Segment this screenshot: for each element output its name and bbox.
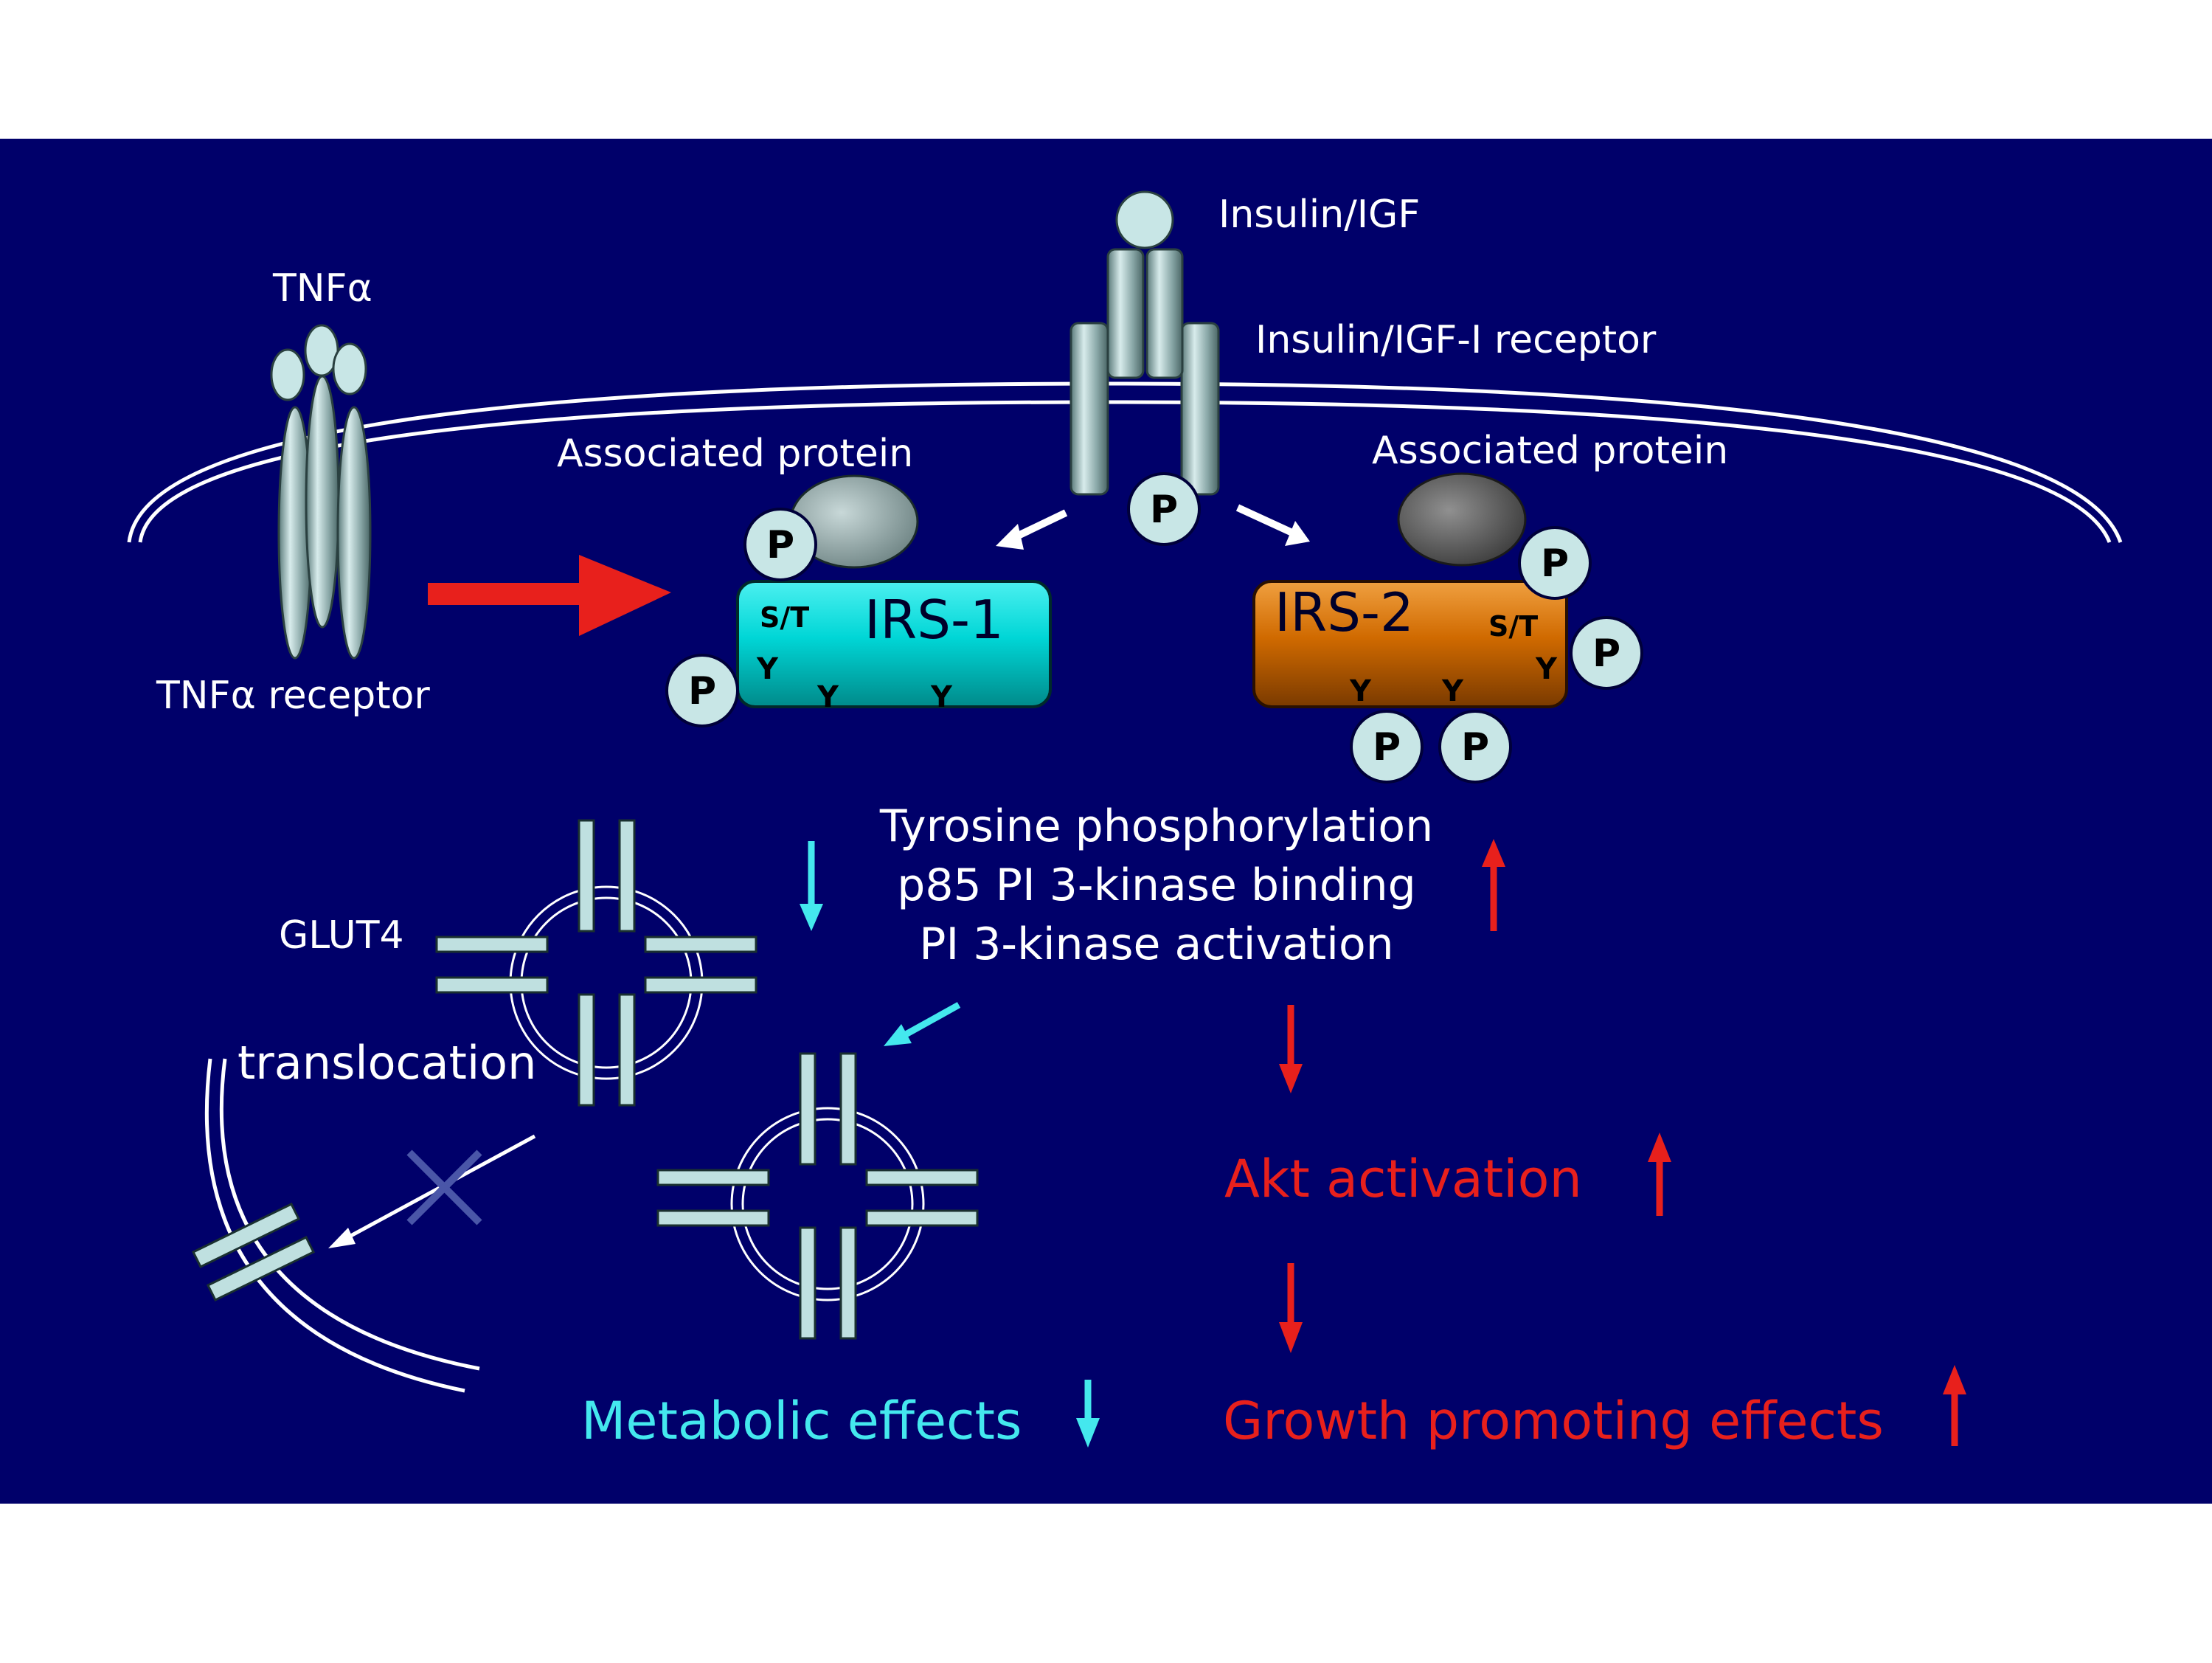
tnf-alpha-label: TNFα — [272, 266, 372, 311]
arrow-to-irs2 — [1235, 504, 1294, 536]
svg-text:P: P — [1150, 488, 1178, 532]
insulin-receptor-label: Insulin/IGF-I receptor — [1255, 318, 1657, 362]
irs2-y-label: Y — [1441, 674, 1464, 708]
irs2-box — [1252, 580, 1568, 708]
irs2-phospho: P — [1438, 710, 1512, 784]
translocation-label: translocation — [238, 1036, 536, 1090]
irs1-serine-phospho: P — [743, 508, 817, 581]
effect-line-3: PI 3-kinase activation — [919, 919, 1393, 970]
up-arrow-red-growth — [1943, 1365, 1966, 1446]
insulin-igf-label: Insulin/IGF — [1218, 193, 1420, 237]
svg-text:P: P — [1461, 725, 1489, 770]
glut4-in-membrane — [191, 1202, 316, 1302]
glut4-vesicle-lower — [656, 1052, 979, 1340]
insulin-receptor — [1069, 190, 1220, 496]
akt-activation-label: Akt activation — [1224, 1149, 1582, 1209]
down-arrow-red-2 — [1279, 1263, 1303, 1353]
arrow-to-irs1 — [1010, 509, 1068, 542]
irs1-tyrosine-phospho: P — [665, 654, 739, 727]
tnf-ligand-circle — [270, 348, 305, 401]
svg-text:P: P — [766, 523, 794, 567]
tnf-receptor-label: TNFα receptor — [156, 674, 430, 718]
irs2-st-label: S/T — [1488, 610, 1538, 643]
tnf-ligand-circle — [332, 342, 367, 395]
irs2-phospho: P — [1570, 616, 1643, 690]
associated-protein-right — [1397, 472, 1527, 567]
up-arrow-red-akt — [1648, 1133, 1671, 1216]
growth-effects-label: Growth promoting effects — [1223, 1391, 1884, 1451]
irs2-phospho: P — [1518, 526, 1592, 600]
tnf-inhibition-arrow — [428, 555, 671, 636]
associated-protein-left-label: Associated protein — [557, 432, 913, 476]
receptor-phospho: P — [1127, 472, 1201, 546]
insulin-ligand-circle — [1115, 190, 1174, 249]
irs1-y-label: Y — [756, 652, 779, 686]
arrow-to-vesicle — [884, 1002, 961, 1046]
effect-line-1: Tyrosine phosphorylation — [879, 801, 1433, 852]
effect-line-2: p85 PI 3-kinase binding — [897, 860, 1415, 911]
irs1-st-label: S/T — [760, 601, 809, 634]
irs1-label: IRS-1 — [864, 589, 1004, 651]
irs2-phospho: P — [1350, 710, 1424, 784]
svg-text:P: P — [1373, 725, 1401, 770]
down-arrow-cyan — [800, 841, 823, 931]
down-arrow-red-1 — [1279, 1005, 1303, 1093]
tnf-receptor — [270, 324, 372, 660]
svg-text:P: P — [1592, 632, 1620, 676]
glut4-label: GLUT4 — [279, 913, 404, 958]
up-arrow-red — [1482, 839, 1505, 931]
irs1-box — [736, 580, 1052, 708]
glut4-vesicle-upper — [435, 819, 757, 1107]
blocked-x-icon — [406, 1149, 482, 1225]
irs2-y-label: Y — [1535, 652, 1558, 686]
metabolic-effects-label: Metabolic effects — [581, 1391, 1022, 1451]
irs1-y-label: Y — [930, 680, 953, 714]
irs2-label: IRS-2 — [1275, 581, 1414, 643]
down-arrow-cyan-metabolic — [1076, 1380, 1100, 1448]
svg-text:P: P — [1541, 542, 1569, 586]
irs1-y-label: Y — [817, 680, 839, 714]
svg-text:P: P — [688, 669, 716, 713]
irs2-y-label: Y — [1349, 674, 1372, 708]
associated-protein-right-label: Associated protein — [1372, 429, 1728, 473]
